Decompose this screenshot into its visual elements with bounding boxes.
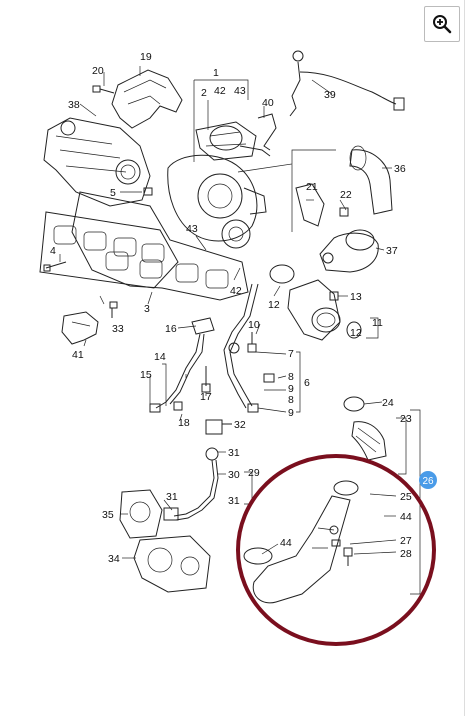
bolt-20 (92, 85, 115, 94)
callout-42: 42 (214, 85, 226, 97)
callout-31b: 31 (166, 491, 178, 503)
callout-31a: 31 (228, 447, 240, 459)
callout-10: 10 (248, 319, 260, 331)
callout-25: 25 (400, 491, 412, 503)
callout-23: 23 (400, 413, 412, 425)
callout-6: 6 (304, 377, 310, 389)
zoom-in-button[interactable] (424, 6, 460, 42)
coolant-housing-34 (133, 535, 211, 593)
callout-18: 18 (178, 417, 190, 429)
callout-30: 30 (228, 469, 240, 481)
callout-34: 34 (108, 553, 120, 565)
callout-9a: 9 (288, 383, 294, 395)
callout-20: 20 (92, 65, 104, 77)
charge-air-pipe-36 (349, 145, 393, 215)
callout-17: 17 (200, 391, 212, 403)
callout-8a: 8 (288, 371, 294, 383)
callout-9b: 9 (288, 407, 294, 419)
connecting-pipe-37 (319, 229, 379, 273)
highlight-circle (236, 454, 436, 646)
catalytic-converter (43, 117, 151, 207)
coolant-pipe (173, 419, 232, 521)
bolt-5 (143, 187, 153, 196)
callout-38: 38 (68, 99, 80, 111)
callout-7: 7 (288, 348, 294, 360)
charge-air-pipe-26 (243, 480, 359, 604)
callout-4: 4 (50, 245, 56, 257)
oxygen-sensor (289, 50, 405, 117)
callout-13: 13 (350, 291, 362, 303)
callout-43b: 43 (186, 223, 198, 235)
callout-labels: 1 42 43 2 3 4 5 6 7 8 9 8 9 10 11 12 12 … (50, 51, 412, 565)
bracket-21 (295, 183, 325, 227)
zoom-in-icon (433, 15, 452, 34)
callout-19: 19 (140, 51, 152, 63)
callout-29: 29 (248, 467, 260, 479)
callout-39: 39 (324, 89, 336, 101)
bracket-40 (257, 113, 277, 151)
callout-32: 32 (234, 419, 246, 431)
callout-12a: 12 (268, 299, 280, 311)
callout-11: 11 (372, 317, 383, 329)
charge-air-hose-23 (343, 396, 387, 461)
callout-5: 5 (110, 187, 116, 199)
stud-4 (43, 261, 67, 272)
viewer-border (464, 0, 465, 716)
callout-12b: 12 (350, 327, 362, 339)
callout-37: 37 (386, 245, 398, 257)
callout-28: 28 (400, 548, 412, 560)
part-26-badge[interactable]: 26 (419, 471, 437, 489)
callout-33: 33 (112, 323, 124, 335)
callout-22: 22 (340, 189, 352, 201)
callout-1: 1 (213, 67, 219, 79)
callout-44a: 44 (400, 511, 412, 523)
turbocharger (167, 121, 267, 249)
callout-15: 15 (140, 369, 152, 381)
callout-2: 2 (201, 87, 207, 99)
heat-shield (111, 69, 183, 129)
callout-40: 40 (262, 97, 274, 109)
bolt-33 (109, 301, 118, 318)
callout-16: 16 (165, 323, 177, 335)
bracket-41 (61, 311, 99, 345)
manifold-gasket (39, 211, 179, 289)
bolt-10 (247, 332, 257, 353)
callout-31c: 31 (228, 495, 240, 507)
callout-14: 14 (154, 351, 166, 363)
oil-supply-line (149, 317, 215, 413)
oil-return-line (223, 283, 275, 413)
coolant-flange-35 (119, 489, 179, 539)
callout-21: 21 (306, 181, 318, 193)
callout-24: 24 (382, 397, 394, 409)
callout-3: 3 (144, 303, 150, 315)
callout-44b: 44 (280, 537, 292, 549)
exhaust-manifold (71, 191, 249, 301)
callout-36: 36 (394, 163, 406, 175)
callout-42b: 42 (230, 285, 242, 297)
bolt-22 (339, 207, 349, 217)
callout-43: 43 (234, 85, 246, 97)
badge-label: 26 (422, 476, 434, 487)
o-ring-12 (269, 264, 295, 284)
wastegate-actuator (209, 125, 271, 157)
callout-8b: 8 (288, 394, 294, 406)
callout-35: 35 (102, 509, 114, 521)
callout-27: 27 (400, 535, 412, 547)
charge-air-pipe-11 (287, 279, 362, 341)
callout-41: 41 (72, 349, 84, 361)
